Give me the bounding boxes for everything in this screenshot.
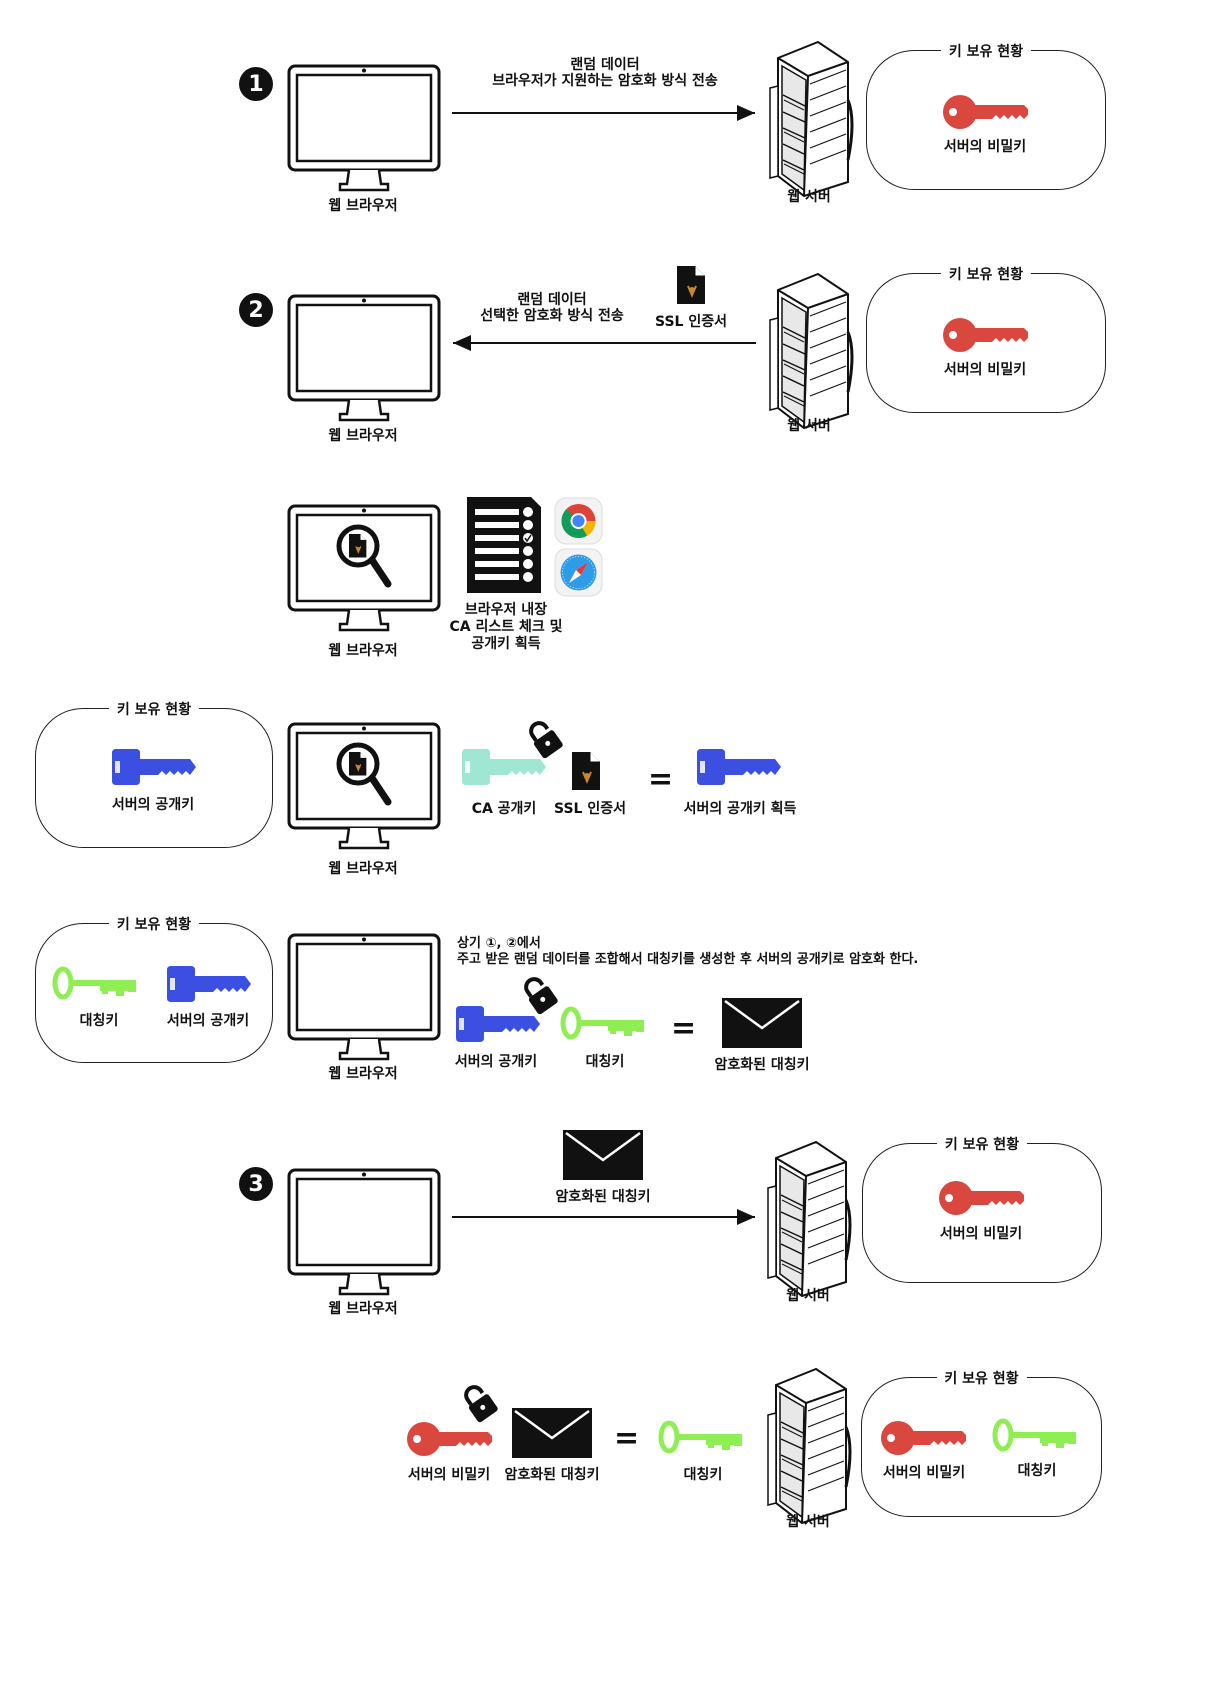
open-padlock-icon bbox=[457, 1379, 501, 1426]
private-key-label: 서버의 비밀키 bbox=[943, 362, 1027, 378]
browser-label: 웹 브라우저 bbox=[328, 1066, 398, 1082]
browser-label: 웹 브라우저 bbox=[328, 861, 398, 877]
description-line2: 주고 받은 랜덤 데이터를 조합해서 대칭키를 생성한 후 서버의 공개키로 암… bbox=[457, 952, 919, 967]
public-key-label: 서버의 공개키 bbox=[166, 1013, 250, 1029]
symmetric-key-label: 대칭키 bbox=[683, 1467, 723, 1483]
arrow-label-line2: 브라우저가 지원하는 암호화 방식 전송 bbox=[492, 73, 718, 89]
result-label: 서버의 공개키 획득 bbox=[683, 801, 797, 817]
box-title: 키 보유 현황 bbox=[940, 41, 1032, 61]
symmetric-key-icon bbox=[52, 966, 136, 1000]
box-title: 키 보유 현황 bbox=[940, 264, 1032, 284]
step-1-number: 1 bbox=[239, 67, 273, 101]
private-key-icon bbox=[881, 1421, 966, 1455]
server-label: 웹 서버 bbox=[786, 1514, 830, 1530]
arrow-label-line1: 랜덤 데이터 bbox=[517, 292, 587, 308]
ca-check-caption: 브라우저 내장 CA 리스트 체크 및 공개키 획득 bbox=[449, 602, 563, 652]
box-title: 키 보유 현황 bbox=[936, 1134, 1028, 1154]
web-server-rack bbox=[766, 1140, 852, 1298]
ssl-cert-label: SSL 인증서 bbox=[655, 314, 727, 330]
browser-label: 웹 브라우저 bbox=[328, 1301, 398, 1317]
symmetric-key-icon bbox=[658, 1420, 742, 1454]
step-2-number: 2 bbox=[239, 293, 273, 327]
private-key-label: 서버의 비밀키 bbox=[939, 1226, 1023, 1242]
web-server-rack bbox=[766, 1367, 852, 1525]
encrypted-envelope-icon bbox=[510, 1406, 594, 1460]
envelope-label: 암호화된 대칭키 bbox=[504, 1467, 600, 1483]
server-label: 웹 서버 bbox=[787, 189, 831, 205]
public-key-label: 서버의 공개키 bbox=[111, 797, 195, 813]
arrow-label-line2: 선택한 암호화 방식 전송 bbox=[480, 308, 624, 324]
private-key-icon bbox=[943, 95, 1028, 129]
ca-key-label: CA 공개키 bbox=[471, 801, 537, 817]
box-title: 키 보유 현황 bbox=[936, 1368, 1027, 1388]
symmetric-key-icon bbox=[992, 1418, 1076, 1452]
equals-sign: = bbox=[671, 1011, 697, 1046]
public-key-icon bbox=[112, 749, 196, 785]
private-key-label: 서버의 비밀키 bbox=[407, 1467, 491, 1483]
private-key-icon bbox=[943, 318, 1028, 352]
key-holding-box: 키 보유 현황 bbox=[866, 41, 1106, 190]
public-key-icon bbox=[456, 1006, 540, 1042]
public-key-icon bbox=[697, 749, 781, 785]
box-title: 키 보유 현황 bbox=[108, 914, 200, 934]
arrow-label-line1: 랜덤 데이터 bbox=[570, 57, 640, 73]
private-key-icon bbox=[407, 1422, 492, 1456]
envelope-label: 암호화된 대칭키 bbox=[555, 1189, 651, 1205]
browser-label: 웹 브라우저 bbox=[328, 198, 398, 214]
safari-browser-icon bbox=[554, 548, 603, 597]
public-key-icon bbox=[167, 966, 251, 1002]
key-holding-box: 키 보유 현황 bbox=[862, 1134, 1102, 1283]
symmetric-key-label: 대칭키 bbox=[79, 1013, 119, 1029]
box-title: 키 보유 현황 bbox=[108, 699, 200, 719]
ca-list-icon bbox=[467, 497, 541, 593]
encrypted-key-label: 암호화된 대칭키 bbox=[714, 1057, 810, 1073]
equals-sign: = bbox=[614, 1421, 640, 1456]
private-key-icon bbox=[939, 1181, 1024, 1215]
chrome-browser-icon bbox=[554, 497, 603, 545]
key-holding-box: 키 보유 현황 bbox=[866, 264, 1106, 413]
magnifier-icon bbox=[336, 524, 392, 588]
symmetric-key-label: 대칭키 bbox=[585, 1054, 625, 1070]
private-key-label: 서버의 비밀키 bbox=[943, 139, 1027, 155]
public-key-label: 서버의 공개키 bbox=[454, 1054, 538, 1070]
key-holding-box: 키 보유 현황 bbox=[35, 699, 273, 848]
ssl-cert-label: SSL 인증서 bbox=[554, 801, 626, 817]
browser-label: 웹 브라우저 bbox=[328, 643, 398, 659]
symmetric-key-label: 대칭키 bbox=[1017, 1463, 1057, 1479]
ca-public-key-icon bbox=[462, 749, 546, 785]
private-key-label: 서버의 비밀키 bbox=[882, 1465, 966, 1481]
server-label: 웹 서버 bbox=[787, 418, 831, 434]
description-line1: 상기 ①, ②에서 bbox=[457, 936, 541, 951]
symmetric-key-icon bbox=[560, 1006, 644, 1040]
magnifier-icon bbox=[336, 742, 392, 806]
equals-sign: = bbox=[648, 762, 674, 797]
server-label: 웹 서버 bbox=[786, 1288, 830, 1304]
step-3-number: 3 bbox=[239, 1167, 273, 1201]
key-holding-box: 키 보유 현황 bbox=[35, 914, 273, 1063]
browser-label: 웹 브라우저 bbox=[328, 428, 398, 444]
